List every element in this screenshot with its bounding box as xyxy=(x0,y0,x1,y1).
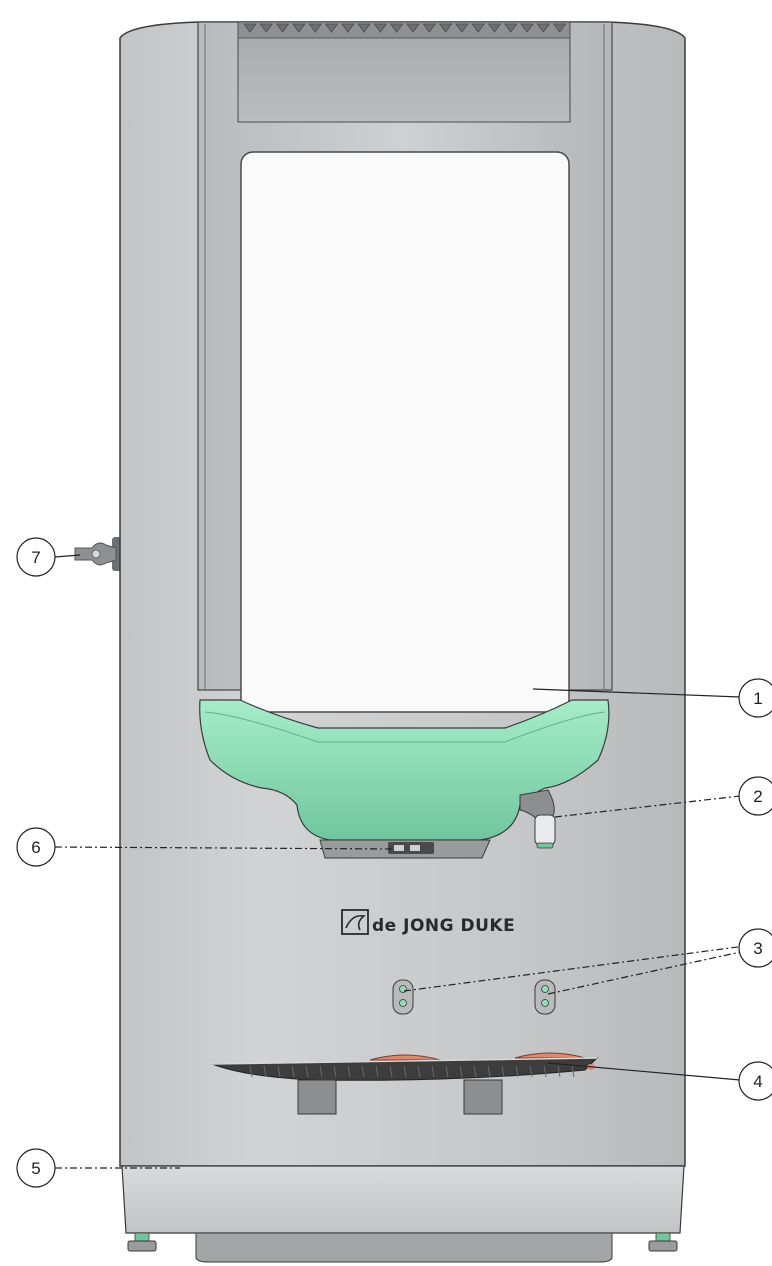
tray-slot xyxy=(571,1065,575,1078)
svg-text:3: 3 xyxy=(753,939,762,958)
vent-tooth xyxy=(259,23,273,33)
callout-5: 5 xyxy=(16,1148,56,1188)
leader-3a xyxy=(403,945,746,992)
selection-button-right[interactable] xyxy=(534,979,556,1015)
callout-2: 2 xyxy=(738,776,772,816)
vent-tooth xyxy=(357,23,371,33)
vent-tooth xyxy=(292,23,306,33)
top-vent xyxy=(237,21,571,123)
drip-tray-grid[interactable] xyxy=(211,1052,599,1115)
tray-slot xyxy=(445,1065,449,1078)
base-drip-tray[interactable] xyxy=(121,1165,685,1263)
svg-text:4: 4 xyxy=(753,1072,762,1091)
tray-slot xyxy=(347,1065,351,1078)
vent-tooth xyxy=(439,23,453,33)
vent-tooth xyxy=(520,23,534,33)
vent-tooth xyxy=(536,23,550,33)
tray-slot xyxy=(249,1065,253,1078)
vent-tooth xyxy=(455,23,469,33)
tray-slot xyxy=(403,1065,407,1078)
vent-tooth xyxy=(308,23,322,33)
leader-6 xyxy=(54,846,395,850)
vent-tooth xyxy=(487,23,502,33)
leader-2 xyxy=(554,795,741,818)
tray-slot xyxy=(305,1065,309,1078)
vent-tooth xyxy=(471,23,485,33)
leader-3b xyxy=(547,950,746,995)
tray-slot xyxy=(319,1065,323,1078)
leader-1 xyxy=(532,688,741,698)
tray-slot xyxy=(473,1065,477,1078)
tray-slot xyxy=(361,1065,365,1078)
leader-lines xyxy=(54,554,746,1169)
leader-7 xyxy=(54,554,81,558)
outlet-spout xyxy=(519,789,556,849)
tray-slot xyxy=(543,1065,547,1078)
tray-slot xyxy=(375,1065,379,1078)
foot-right xyxy=(648,1232,678,1252)
brand-logo: de JONG DUKE xyxy=(341,909,515,936)
vent-tooth xyxy=(406,23,420,33)
tray-slot xyxy=(277,1065,281,1078)
vent-tooth xyxy=(324,23,339,33)
svg-text:6: 6 xyxy=(31,838,40,857)
tray-slot xyxy=(529,1065,533,1078)
svg-text:5: 5 xyxy=(31,1159,40,1178)
vent-tooth xyxy=(422,23,436,33)
tray-slot xyxy=(333,1065,337,1078)
tray-slot xyxy=(389,1065,393,1078)
vent-tooth xyxy=(243,23,257,33)
tray-slot xyxy=(417,1065,421,1078)
tray-slot xyxy=(501,1065,505,1078)
door-key[interactable] xyxy=(74,537,122,571)
callout-3: 3 xyxy=(738,928,772,968)
tray-slot xyxy=(487,1065,491,1078)
tray-slot xyxy=(263,1065,267,1078)
selection-button-left[interactable] xyxy=(392,979,414,1015)
vent-tooth xyxy=(341,23,355,33)
svg-text:1: 1 xyxy=(753,689,762,708)
vent-tooth xyxy=(553,23,567,33)
tray-slot xyxy=(431,1065,435,1078)
svg-text:7: 7 xyxy=(31,548,40,567)
tray-slot xyxy=(515,1065,519,1078)
tray-slot xyxy=(459,1065,463,1078)
svg-text:2: 2 xyxy=(753,787,762,806)
vent-tooth xyxy=(504,23,518,33)
vent-tooth xyxy=(276,23,290,33)
tray-slot xyxy=(291,1065,295,1078)
tray-slot xyxy=(557,1065,561,1078)
vent-tooth xyxy=(390,23,404,33)
leader-4 xyxy=(547,1062,741,1081)
vent-tooth xyxy=(373,23,387,33)
callout-1: 1 xyxy=(738,678,772,718)
callout-4: 4 xyxy=(738,1061,772,1101)
mixing-unit xyxy=(319,839,491,859)
canister-window xyxy=(240,151,570,713)
foot-left xyxy=(127,1232,157,1252)
bird-logo-icon xyxy=(341,909,369,935)
brand-name: de JONG DUKE xyxy=(372,916,515,936)
callout-7: 7 xyxy=(16,537,56,577)
callout-6: 6 xyxy=(16,827,56,867)
